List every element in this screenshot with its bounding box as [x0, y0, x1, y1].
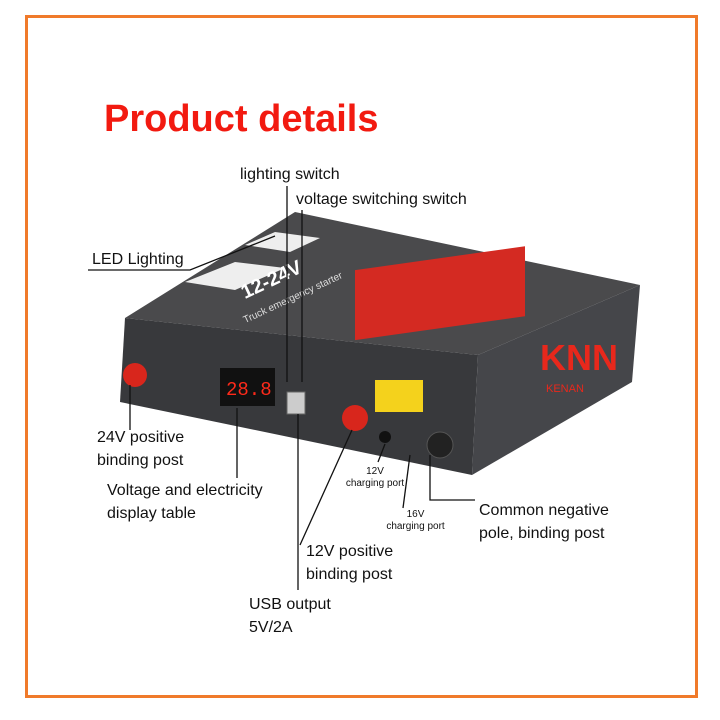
label-12v-positive: 12V positive binding post: [306, 540, 393, 586]
label-line: binding post: [97, 452, 184, 469]
label-line: Common negative: [479, 502, 609, 519]
label-line: charging port: [386, 521, 445, 532]
label-24v-positive: 24V positive binding post: [97, 426, 184, 472]
device-side-face: [472, 285, 640, 475]
label-line: 5V/2A: [249, 619, 293, 636]
label-common-negative: Common negative pole, binding post: [479, 499, 609, 545]
label-line: 24V positive: [97, 429, 185, 446]
label-voltage-switch: voltage switching switch: [296, 191, 467, 208]
label-line: charging port: [345, 478, 405, 489]
truck-image: [355, 246, 525, 341]
charging-port-12v: [379, 431, 391, 443]
label-line: 16V: [406, 509, 425, 520]
label-line: Voltage and electricity: [107, 482, 263, 499]
label-line: 12V: [366, 466, 384, 477]
leader-lines: [88, 186, 475, 590]
label-line: USB output: [249, 596, 331, 613]
orange-frame: [25, 15, 698, 698]
usb-port: [286, 391, 306, 415]
display-panel: [220, 368, 275, 406]
led-light-2: [245, 232, 320, 252]
label-led-lighting: LED Lighting: [92, 251, 184, 268]
brand-logo: KNN: [540, 337, 618, 378]
display-readout: 28.8: [226, 379, 272, 401]
led-light-1: [185, 262, 285, 290]
label-line: 12V positive: [306, 543, 394, 560]
label-lighting-switch: lighting switch: [240, 166, 340, 183]
warning-sticker: [375, 380, 423, 412]
negative-post: [426, 431, 454, 459]
label-line: pole, binding post: [479, 525, 605, 542]
label-line: binding post: [306, 566, 393, 583]
brand-logo-sub: KENAN: [546, 383, 584, 395]
label-usb-output: USB output 5V/2A: [249, 593, 331, 639]
label-display: Voltage and electricity display table: [107, 479, 263, 525]
positive-post-24v: [123, 363, 147, 387]
positive-post-12v: [342, 405, 368, 431]
label-line: display table: [107, 505, 196, 522]
page-title: Product details: [104, 98, 379, 140]
